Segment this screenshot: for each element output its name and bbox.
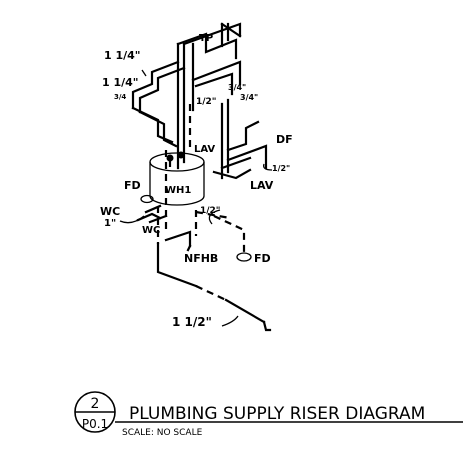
leader-tick (141, 69, 147, 77)
pipe-network (131, 22, 272, 332)
label-wc-left: WC (100, 205, 120, 218)
label-size-1-1-2: 1 1/2" (172, 315, 212, 329)
connection-dot (166, 154, 174, 162)
leader-1-1-2 (221, 315, 239, 327)
label-size-1-2-center: 1/2" (196, 97, 217, 107)
label-size-1-1-4-top: 1 1/4" (104, 49, 141, 62)
detail-number: 2 (91, 396, 100, 412)
label-df: DF (276, 133, 293, 146)
label-fd-left: FD (124, 179, 141, 192)
label-lav-right: LAV (250, 179, 274, 192)
water-heater (149, 151, 205, 206)
label-size-1-2-wh: 1/2" (200, 206, 221, 216)
floor-drain-right (236, 252, 252, 262)
floor-drain-left (140, 194, 154, 204)
label-size-3-4-left: 3/4 (114, 93, 126, 101)
label-size-3-4-right-b: 3/4" (240, 93, 258, 102)
label-size-1-1-4-mid: 1 1/4" (102, 76, 139, 89)
leader-1in (119, 215, 145, 224)
label-wh1: WH1 (165, 185, 191, 196)
leader-half (208, 209, 221, 225)
label-wc-center: WC (142, 225, 160, 236)
label-fd-right: FD (254, 252, 271, 265)
leader-half-right (263, 163, 273, 171)
sheet-number: P0.1 (82, 417, 108, 431)
diagram-title: PLUMBING SUPPLY RISER DIAGRAM (129, 404, 425, 424)
scale-note: SCALE: NO SCALE (122, 428, 203, 438)
label-nfhb: NFHB (184, 252, 218, 265)
label-size-1-left: 1" (104, 218, 116, 229)
label-tp: TP (199, 33, 213, 44)
label-lav-top: LAV (194, 144, 215, 155)
title-block: 2 P0.1 PLUMBING SUPPLY RISER DIAGRAM SCA… (74, 391, 463, 438)
label-size-3-4-right-a: 3/4" (228, 83, 246, 92)
connection-dot (177, 151, 185, 159)
label-size-1-2-right: 1/2" (272, 164, 290, 173)
